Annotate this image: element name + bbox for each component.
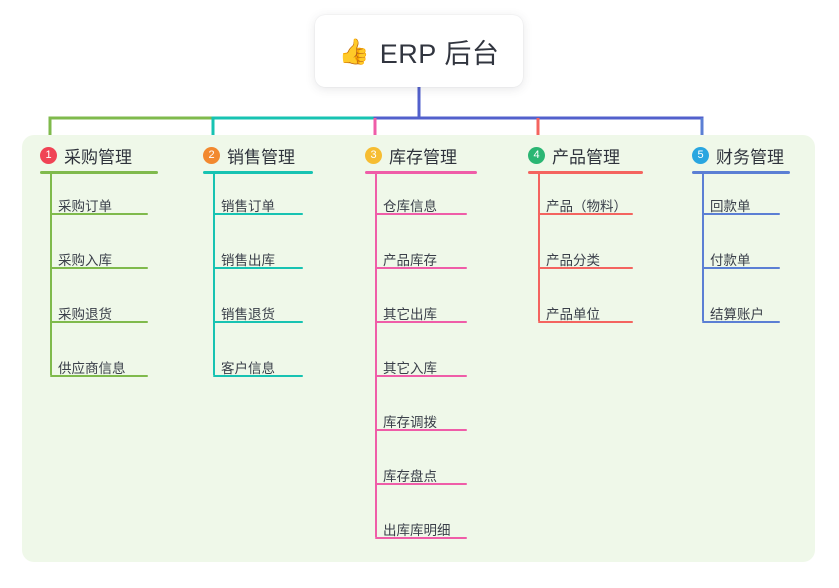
branch-number-badge: 2 bbox=[203, 147, 220, 164]
branch-spine bbox=[375, 174, 377, 537]
branch-spine bbox=[538, 174, 540, 321]
branch-item-label: 付款单 bbox=[710, 253, 751, 268]
branch-title: 销售管理 bbox=[227, 148, 295, 167]
branch-title: 采购管理 bbox=[64, 148, 132, 167]
branch-spine bbox=[213, 174, 215, 375]
branch-item-label: 客户信息 bbox=[221, 361, 275, 376]
branch-item-rule bbox=[213, 321, 303, 323]
branch-item-rule bbox=[702, 321, 780, 323]
branch-item-rule bbox=[375, 537, 467, 539]
branch-item-rule bbox=[50, 267, 148, 269]
branch-number-badge: 4 bbox=[528, 147, 545, 164]
branch-item-rule bbox=[702, 267, 780, 269]
branch-item-rule bbox=[375, 429, 467, 431]
branch-item-rule bbox=[538, 267, 633, 269]
branch-item-label: 采购退货 bbox=[58, 307, 112, 322]
root-node-title: ERP 后台 bbox=[379, 38, 500, 69]
branch-item-label: 库存调拨 bbox=[383, 415, 437, 430]
branch-item-label: 产品分类 bbox=[546, 253, 600, 268]
branch-item-label: 结算账户 bbox=[710, 307, 764, 322]
thumbs-up-icon: 👍 bbox=[338, 37, 370, 66]
branch-item-label: 供应商信息 bbox=[58, 361, 126, 376]
branch-item-label: 销售出库 bbox=[221, 253, 275, 268]
branch-item-label: 产品单位 bbox=[546, 307, 600, 322]
branch-item-rule bbox=[375, 267, 467, 269]
branch-header-3[interactable]: 3 库存管理 bbox=[365, 143, 457, 168]
branch-spine bbox=[50, 174, 52, 375]
branch-title: 库存管理 bbox=[389, 148, 457, 167]
branch-item-rule bbox=[213, 213, 303, 215]
branch-header-2[interactable]: 2 销售管理 bbox=[203, 143, 295, 168]
branch-item-rule bbox=[538, 321, 633, 323]
branch-item-label: 产品库存 bbox=[383, 253, 437, 268]
branch-header-rule bbox=[692, 171, 790, 174]
branch-title: 财务管理 bbox=[716, 148, 784, 167]
root-node-erp-backend[interactable]: 👍 ERP 后台 bbox=[315, 15, 523, 87]
branch-header-1[interactable]: 1 采购管理 bbox=[40, 143, 132, 168]
branch-item-rule bbox=[375, 213, 467, 215]
branch-number-badge: 5 bbox=[692, 147, 709, 164]
branch-title: 产品管理 bbox=[552, 148, 620, 167]
branch-header-4[interactable]: 4 产品管理 bbox=[528, 143, 620, 168]
branch-header-rule bbox=[528, 171, 643, 174]
branch-item-rule bbox=[50, 375, 148, 377]
branch-item-rule bbox=[702, 213, 780, 215]
branches-panel: 1 采购管理采购订单采购入库采购退货供应商信息 2 销售管理销售订单销售出库销售退货客… bbox=[22, 135, 815, 562]
branch-header-5[interactable]: 5 财务管理 bbox=[692, 143, 784, 168]
branch-header-rule bbox=[203, 171, 313, 174]
branch-item-rule bbox=[375, 321, 467, 323]
branch-item-rule bbox=[213, 267, 303, 269]
branch-item-rule bbox=[375, 483, 467, 485]
branch-item-label: 销售退货 bbox=[221, 307, 275, 322]
branch-item-rule bbox=[213, 375, 303, 377]
branch-item-rule bbox=[50, 321, 148, 323]
branch-item-label: 产品（物料） bbox=[546, 199, 627, 214]
branch-item-label: 采购订单 bbox=[58, 199, 112, 214]
root-node-content: 👍 ERP 后台 bbox=[339, 32, 500, 71]
branch-spine bbox=[702, 174, 704, 321]
branch-item-rule bbox=[50, 213, 148, 215]
branch-item-rule bbox=[375, 375, 467, 377]
branch-header-rule bbox=[365, 171, 477, 174]
branch-number-badge: 1 bbox=[40, 147, 57, 164]
branch-item-label: 其它入库 bbox=[383, 361, 437, 376]
branch-item-label: 出库库明细 bbox=[383, 523, 451, 538]
branch-item-label: 回款单 bbox=[710, 199, 751, 214]
branch-header-rule bbox=[40, 171, 158, 174]
branch-item-label: 其它出库 bbox=[383, 307, 437, 322]
branch-item-rule bbox=[538, 213, 633, 215]
branch-item-label: 销售订单 bbox=[221, 199, 275, 214]
branch-item-label: 库存盘点 bbox=[383, 469, 437, 484]
branch-number-badge: 3 bbox=[365, 147, 382, 164]
branch-item-label: 仓库信息 bbox=[383, 199, 437, 214]
branch-item-label: 采购入库 bbox=[58, 253, 112, 268]
